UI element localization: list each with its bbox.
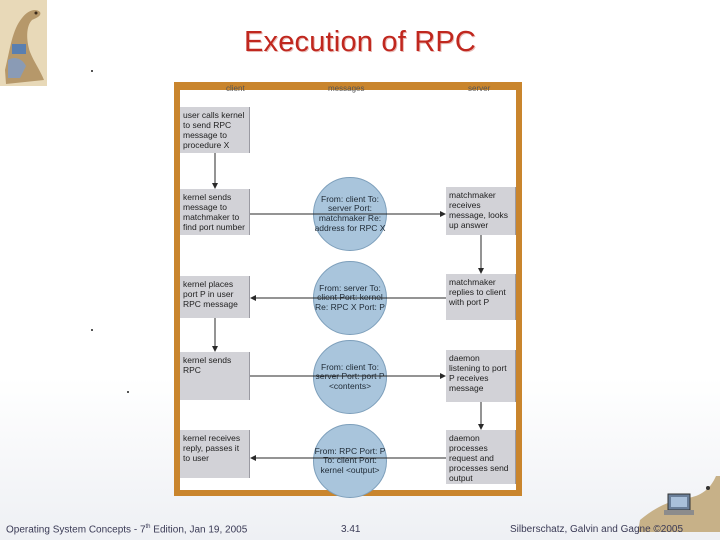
dinosaur-logo-icon (0, 0, 47, 86)
rpc-diagram: client messages server user calls kernel… (180, 84, 516, 498)
rpc-diagram-frame: client messages server user calls kernel… (174, 82, 522, 498)
column-header-messages: messages (328, 84, 365, 93)
column-header-server: server (468, 84, 491, 93)
server-step-1: matchmaker receives message, looks up an… (446, 187, 516, 235)
server-step-2: matchmaker replies to client with port P (446, 274, 516, 320)
client-step-4: kernel sends RPC (180, 352, 250, 400)
message-circle-4: From: RPC Port: P To: client Port: kerne… (313, 424, 387, 498)
footer-book-info: Operating System Concepts - 7th Edition,… (6, 524, 248, 536)
footer-page-number: 3.41 (341, 524, 361, 535)
client-step-2: kernel sends message to matchmaker to fi… (180, 189, 250, 235)
column-header-client: client (226, 84, 245, 93)
client-step-1: user calls kernel to send RPC message to… (180, 107, 250, 153)
client-step-5: kernel receives reply, passes it to user (180, 430, 250, 478)
bullet-dot (91, 70, 93, 72)
dinosaur-computer-icon (638, 470, 720, 532)
flow-arrows (212, 153, 484, 461)
footer-copyright: Silberschatz, Galvin and Gagne ©2005 (510, 524, 684, 535)
server-step-4: daemon processes request and processes s… (446, 430, 516, 484)
bullet-dot (91, 329, 93, 331)
bullet-dot (127, 391, 129, 393)
server-step-3: daemon listening to port P receives mess… (446, 350, 516, 402)
client-step-3: kernel places port P in user RPC message (180, 276, 250, 318)
slide-title: Execution of RPC (243, 26, 477, 58)
